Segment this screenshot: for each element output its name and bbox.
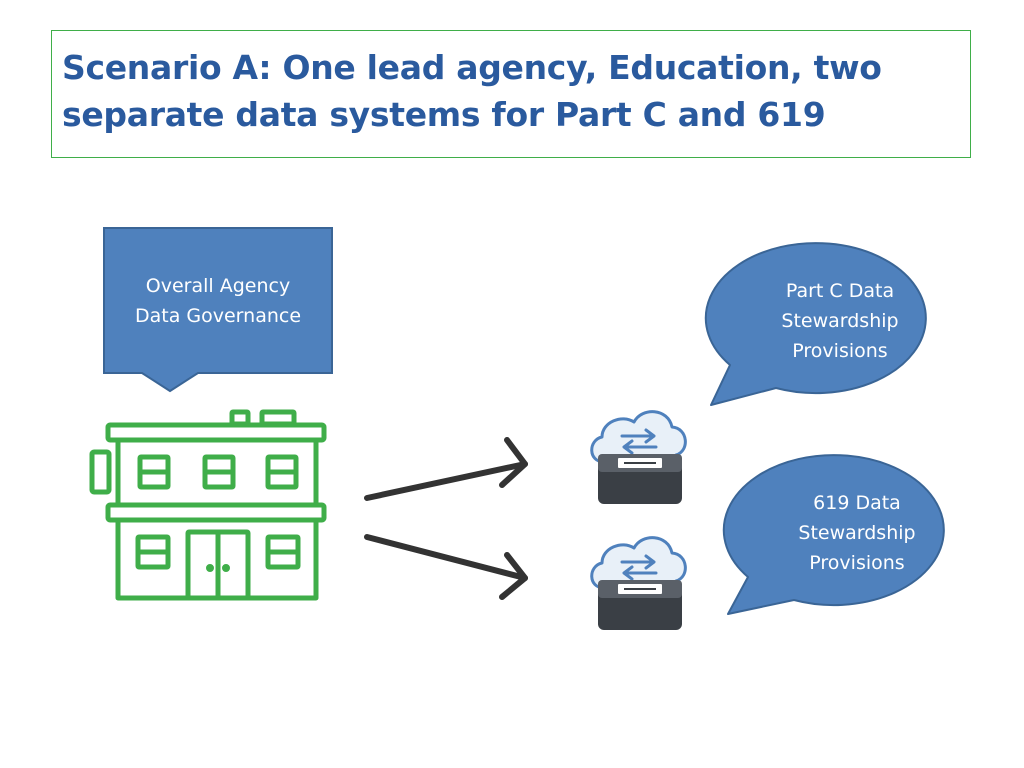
building-icon <box>89 409 327 601</box>
part-c-bubble-text: Part C Data Stewardship Provisions <box>781 280 899 362</box>
title-frame <box>51 30 971 158</box>
s619-bubble-text: 619 Data Stewardship Provisions <box>798 492 916 574</box>
arrow-right-icon <box>364 437 528 501</box>
governance-callout <box>103 227 333 393</box>
slide-title: Scenario A: One lead agency, Education, … <box>62 48 882 134</box>
arrow-right-icon <box>364 534 528 600</box>
governance-callout-text: Overall Agency Data Governance <box>134 275 302 327</box>
part-c-speech-bubble <box>704 242 927 406</box>
cloud-sync-storage-icon <box>590 410 687 504</box>
cloud-sync-storage-icon <box>590 536 687 630</box>
s619-speech-bubble <box>722 454 945 615</box>
